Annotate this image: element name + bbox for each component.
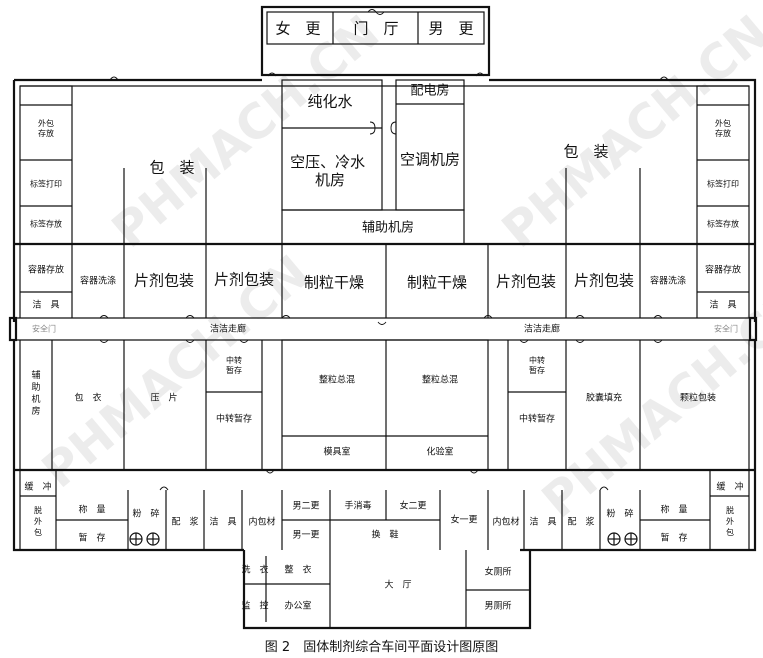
room-compressor: 空压、冷水 机房 [290, 153, 370, 189]
room-aux-l: 辅助机房 [31, 369, 40, 417]
room-container-store-l: 容器存放 [28, 264, 64, 276]
room-label-print-l: 标签打印 [30, 179, 62, 189]
room-clean-tools-bl: 洁 具 [209, 516, 236, 528]
room-outer-pkg-l: 外包存放 [38, 118, 54, 138]
equipment-symbols [129, 532, 638, 546]
room-weigh-l: 称 量 [78, 504, 105, 516]
room-hand-wash: 手消毒 [344, 500, 371, 512]
room-temp-l: 暂 存 [78, 532, 105, 544]
room-clean-tools-l: 洁 具 [32, 299, 59, 311]
safety-door-r: 安全门 [714, 324, 738, 334]
room-women2: 女二更 [399, 500, 426, 512]
room-label-store-l: 标签存放 [30, 219, 62, 229]
room-mix-2: 整粒总混 [422, 374, 458, 386]
room-men1: 男一更 [292, 530, 319, 541]
room-buffer-l: 缓 冲 [24, 481, 51, 493]
room-transfer-l: 中转暂存 [226, 355, 242, 375]
room-outer-pkg-r: 外包存放 [715, 118, 731, 138]
doors [99, 9, 669, 491]
room-tablet-pack-4: 片剂包装 [574, 272, 634, 290]
room-women-change: 女 更 [275, 20, 320, 38]
room-unpack-l: 脱外包 [34, 505, 42, 537]
room-clean-tools-br: 洁 具 [529, 516, 556, 528]
room-label-print-r: 标签打印 [707, 179, 739, 189]
room-tablet-pack-3: 片剂包装 [496, 273, 556, 291]
room-office: 办公室 [284, 600, 311, 612]
room-monitor: 监 控 [241, 600, 268, 612]
room-coating: 包 衣 [74, 392, 101, 404]
corridor-label-r: 洁洁走廊 [524, 323, 560, 335]
room-aux-machine: 辅助机房 [362, 220, 414, 236]
room-mix-1: 整粒总混 [319, 374, 355, 386]
room-capsule: 胶囊填充 [586, 392, 622, 404]
room-labels: 女 更 门 厅 男 更 纯化水 空压、冷水 机房 配电房 空调机房 辅助机房 外… [24, 20, 743, 612]
room-packaging-l: 包 装 [149, 159, 194, 177]
room-pure-water: 纯化水 [307, 93, 352, 111]
room-unpack-r: 脱外包 [726, 505, 734, 537]
room-inner-pkg-r: 内包材 [492, 516, 519, 528]
room-men2: 男二更 [292, 501, 319, 512]
room-granule-pack: 颗粒包装 [680, 392, 716, 404]
room-power: 配电房 [410, 83, 449, 99]
room-container-wash-l: 容器洗涤 [80, 275, 116, 287]
room-granulate-dry-2: 制粒干燥 [407, 274, 467, 292]
watermark-1: PHMACH.CN [102, 5, 390, 260]
room-dispense-r: 配 浆 [567, 516, 594, 528]
room-temp-r: 暂 存 [660, 532, 687, 544]
room-dispense-l: 配 浆 [171, 516, 198, 528]
room-transfer-store-l: 中转暂存 [216, 413, 252, 425]
room-mold: 模具室 [323, 446, 350, 458]
room-hall: 大 厅 [384, 579, 411, 591]
room-weigh-r: 称 量 [660, 504, 687, 516]
room-women-wc: 女厕所 [484, 566, 511, 578]
room-crush-l: 粉 碎 [132, 508, 159, 520]
room-label-store-r: 标签存放 [707, 219, 739, 229]
room-granulate-dry-1: 制粒干燥 [304, 274, 364, 292]
room-crush-r: 粉 碎 [606, 508, 633, 520]
room-inner-pkg-l: 内包材 [248, 516, 275, 528]
room-laundry: 洗 衣 [241, 564, 268, 576]
room-buffer-r: 缓 冲 [716, 481, 743, 493]
room-women1: 女一更 [450, 514, 477, 526]
figure-caption: 图 2 固体制剂综合车间平面设计图原图 [264, 640, 499, 655]
room-container-store-r: 容器存放 [705, 264, 741, 276]
room-dress: 整 衣 [284, 564, 311, 576]
room-compressor-line1: 空压、冷水 [290, 153, 365, 171]
room-men-change: 男 更 [428, 20, 473, 38]
floor-plan: PHMACH.CN PHMACH.CN PHMACH.CN PHMACH.CN [8, 5, 763, 630]
room-compressor-line2: 机房 [315, 171, 345, 189]
room-change-shoe: 换 鞋 [371, 529, 398, 541]
room-packaging-r: 包 装 [563, 143, 608, 161]
room-lobby: 门 厅 [353, 20, 398, 38]
room-tablet-pack-1: 片剂包装 [134, 272, 194, 290]
corridor-label-l: 洁洁走廊 [210, 323, 246, 335]
safety-door-l: 安全门 [32, 324, 56, 334]
watermark-layer: PHMACH.CN PHMACH.CN PHMACH.CN PHMACH.CN [32, 5, 763, 530]
room-pressing: 压 片 [150, 392, 177, 404]
room-tablet-pack-2: 片剂包装 [214, 271, 274, 289]
room-transfer-r: 中转暂存 [529, 355, 545, 375]
room-lab: 化验室 [426, 446, 453, 458]
room-men-wc: 男厕所 [484, 601, 511, 612]
room-clean-tools-r: 洁 具 [709, 299, 736, 311]
room-transfer-store-r: 中转暂存 [519, 413, 555, 425]
room-hvac: 空调机房 [400, 151, 460, 169]
room-container-wash-r: 容器洗涤 [650, 275, 686, 287]
